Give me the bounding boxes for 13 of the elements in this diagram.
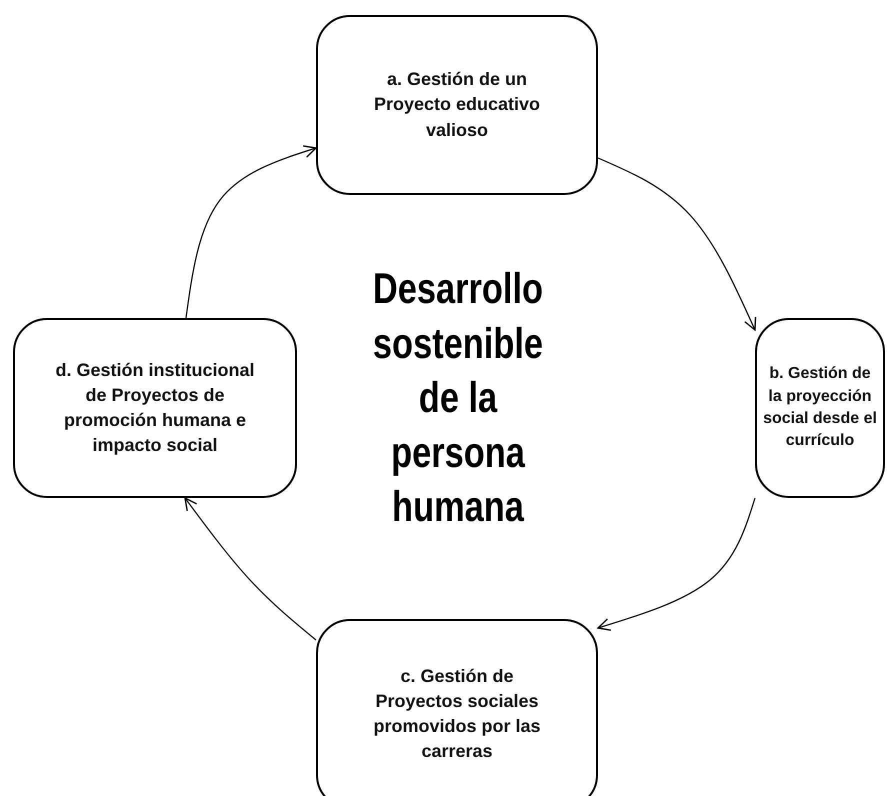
curved-arrow (597, 498, 756, 631)
curved-arrow (185, 145, 317, 318)
central-title: Desarrollo sostenible de la persona humana (372, 264, 544, 534)
box-text: d. Gestión institucional de Proyectos de promoción humana e impacto social (54, 358, 256, 458)
box-text: b. Gestión de la proyección social desde el currículo (763, 364, 877, 452)
curved-arrow (184, 497, 316, 640)
curved-arrow (598, 157, 756, 331)
rounded-box (13, 318, 297, 498)
rounded-box (316, 15, 598, 195)
rounded-box (755, 318, 885, 498)
box-text: c. Gestión de Proyectos sociales promovidos por las carreras (372, 664, 542, 764)
box-text: a. Gestión de un Proyecto educativo valioso (372, 68, 542, 142)
rounded-box (316, 619, 598, 796)
